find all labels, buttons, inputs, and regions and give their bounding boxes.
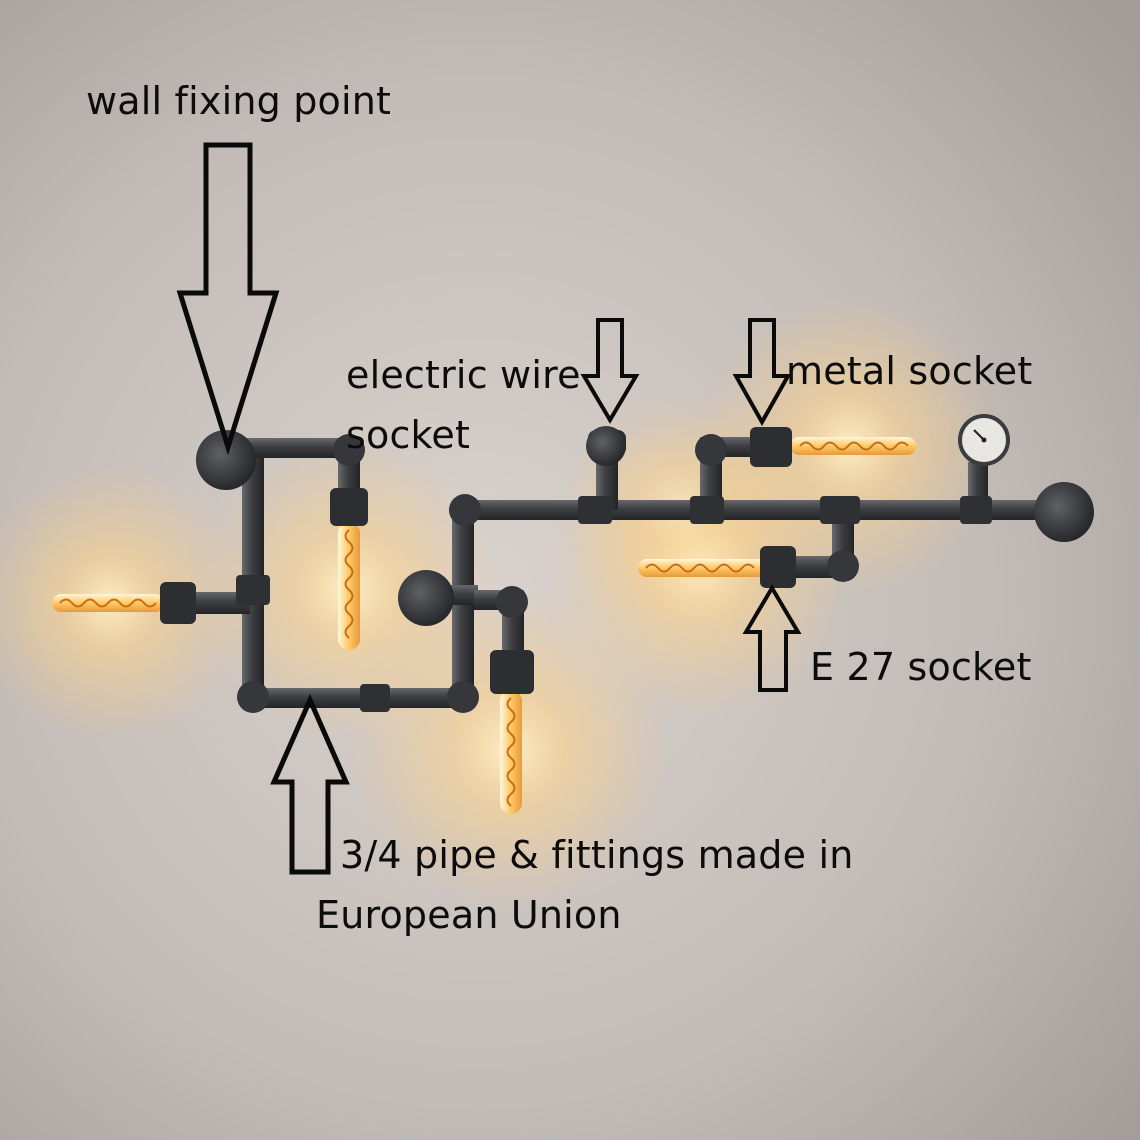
arrow-metal-socket	[732, 318, 792, 427]
edison-bulb-lower-right	[638, 559, 766, 577]
edison-bulb-upper-right	[790, 437, 916, 455]
edison-bulb-hanging-2	[500, 690, 522, 814]
label-pipe-line1: 3/4 pipe & fittings made in	[340, 833, 854, 877]
edison-bulb-left	[52, 594, 164, 612]
label-electric-wire-line1: electric wire	[346, 353, 581, 397]
label-e27-socket: E 27 socket	[810, 645, 1032, 689]
label-electric-wire-line2: socket	[346, 413, 471, 457]
arrow-pipe-fittings	[270, 693, 350, 875]
pressure-gauge	[958, 414, 1010, 466]
arrow-e27-socket	[742, 584, 802, 692]
pipe-structure	[160, 426, 1094, 713]
edison-bulb-hanging-1	[338, 522, 360, 650]
arrow-wall-fixing-point	[176, 142, 280, 456]
arrow-electric-wire	[580, 318, 640, 424]
label-wall-fixing-point: wall fixing point	[86, 79, 392, 123]
label-pipe-line2: European Union	[316, 893, 622, 937]
label-metal-socket: metal socket	[786, 349, 1033, 393]
